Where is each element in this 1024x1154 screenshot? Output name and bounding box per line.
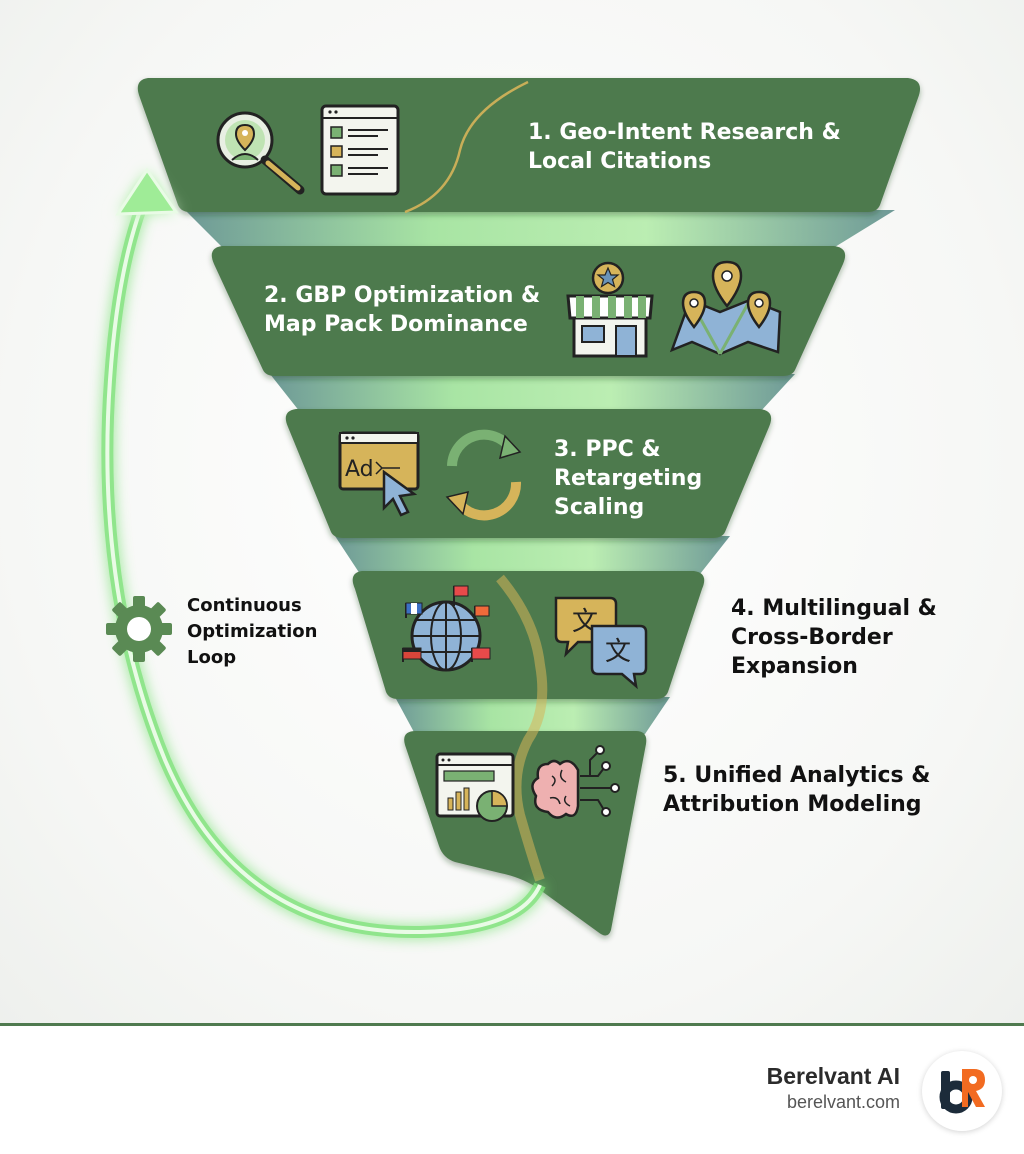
ribbon-3-4 [335,536,730,574]
location-search-icon [216,111,305,195]
loop-label: Continuous Optimization Loop [187,595,324,668]
brand-name: Berelvant AI [766,1063,900,1089]
gear-icon [106,596,172,662]
stage-1-title: 1. Geo-Intent Research & Local Citations [528,120,848,174]
svg-text:文: 文 [605,637,631,667]
stage-3-title: 3. PPC & Retargeting Scaling [554,437,710,520]
ribbon-2-3 [270,374,795,412]
brand-logo-mark [939,1069,985,1114]
analytics-dashboard-icon [435,752,515,822]
funnel-diagram: Continuous Optimization Loop 1. Geo-Inte… [101,78,945,939]
gold-swirl [404,80,529,214]
checklist-document-icon [320,104,400,196]
stage-4-title: 4. Multilingual & Cross-Border Expansion [731,596,945,679]
brand-block: Berelvant AI berelvant.com [767,1062,900,1114]
footer: Berelvant AI berelvant.com [0,1026,1024,1154]
refresh-cycle-icon [445,429,522,521]
stage-2-title: 2. GBP Optimization & Map Pack Dominance [264,283,548,337]
ribbon-1-2 [185,210,895,250]
diagram-canvas: Continuous Optimization Loop 1. Geo-Inte… [0,0,1024,1025]
map-pins-icon [669,260,782,356]
ai-brain-icon [531,745,620,819]
storefront-star-icon [566,261,654,358]
gold-swirl-lower [496,574,548,882]
ad-click-icon: Ad [338,431,420,517]
stage-5-title: 5. Unified Analytics & Attribution Model… [663,763,938,817]
brand-logo [922,1051,1002,1131]
footer-divider [0,1023,1024,1026]
globe-flags-icon [402,585,491,672]
ad-icon-text: Ad [345,457,374,482]
ribbon-4-5 [395,697,670,734]
loop-arrow-icon [101,167,546,939]
brand-url: berelvant.com [786,1092,900,1112]
translation-bubbles-icon: 文 文 [554,596,648,690]
